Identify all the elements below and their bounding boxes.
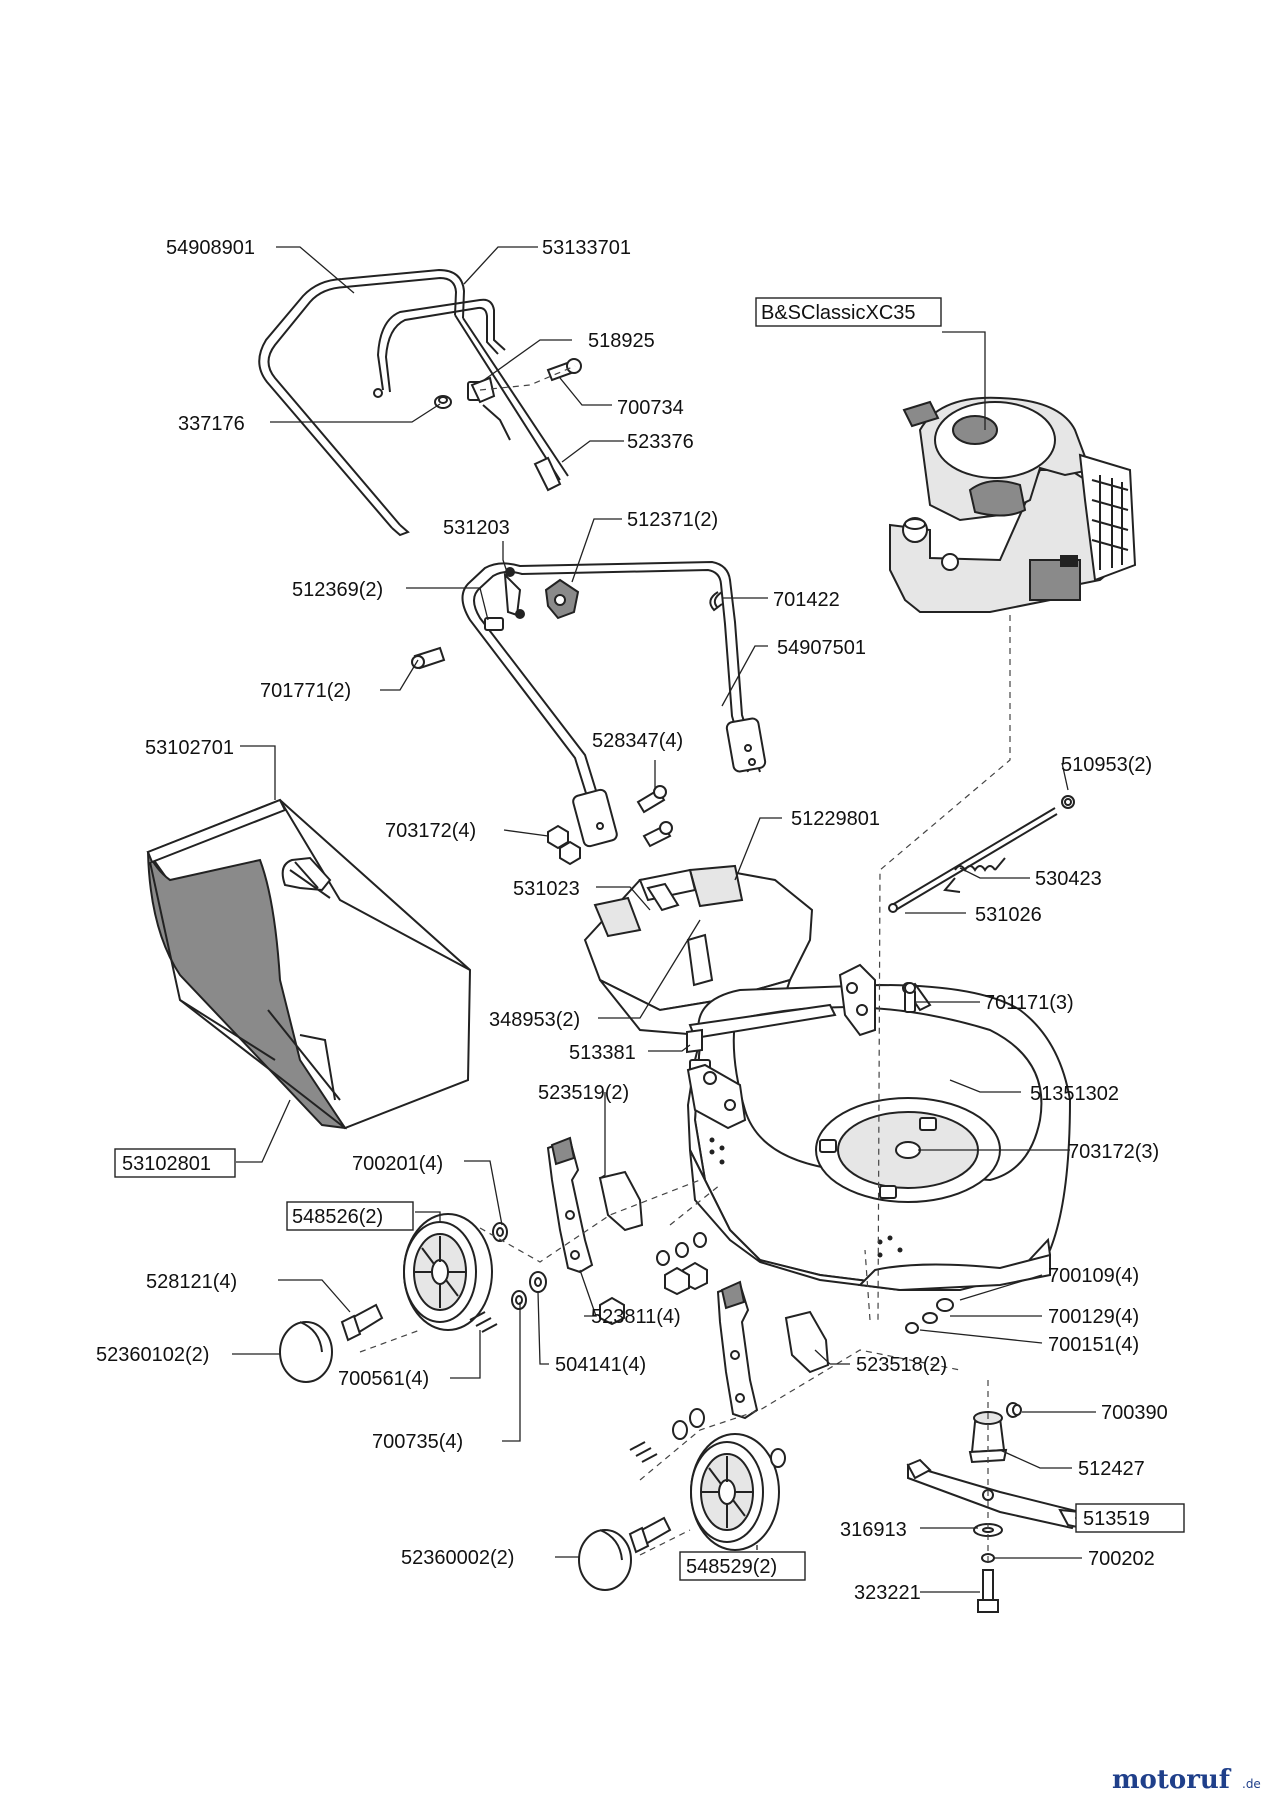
engine xyxy=(889,396,1137,613)
label-701422: 701422 xyxy=(773,589,840,611)
rear-axle xyxy=(888,795,1075,913)
handle-bolts xyxy=(547,785,673,866)
label-703172-3: 703172(3) xyxy=(1068,1141,1159,1163)
label-52360002: 52360002(2) xyxy=(401,1547,514,1569)
mower-deck xyxy=(686,983,1072,1292)
label-53133701: 53133701 xyxy=(542,237,631,259)
label-54907501: 54907501 xyxy=(777,637,866,659)
label-548526: 548526(2) xyxy=(292,1206,383,1228)
label-700201: 700201(4) xyxy=(352,1153,443,1175)
label-523376: 523376 xyxy=(627,431,694,453)
label-323221: 323221 xyxy=(854,1582,921,1604)
label-51351302: 51351302 xyxy=(1030,1083,1119,1105)
label-316913: 316913 xyxy=(840,1519,907,1541)
label-701171: 701171(3) xyxy=(984,992,1074,1014)
label-531026: 531026 xyxy=(975,904,1042,926)
label-701771: 701771(2) xyxy=(260,680,351,702)
wheel-bolts xyxy=(340,1303,672,1554)
front-hub-cap xyxy=(578,1529,632,1591)
label-54908901: 54908901 xyxy=(166,237,255,259)
assembly-dashes xyxy=(359,365,1011,1565)
label-531023: 531023 xyxy=(513,878,580,900)
cable-lever xyxy=(373,298,506,398)
leader-lines xyxy=(232,246,1096,1593)
label-700202: 700202 xyxy=(1088,1548,1155,1570)
brand-suffix: .de xyxy=(1242,1777,1261,1791)
label-337176: 337176 xyxy=(178,413,245,435)
washers xyxy=(492,1222,1020,1468)
upper-handle xyxy=(258,268,569,537)
rear-hub-cap xyxy=(279,1321,333,1383)
label-513381: 513381 xyxy=(569,1042,636,1064)
label-518925: 518925 xyxy=(588,330,655,352)
label-51229801: 51229801 xyxy=(791,808,880,830)
label-531203: 531203 xyxy=(443,517,510,539)
label-530423: 530423 xyxy=(1035,868,1102,890)
label-700735: 700735(4) xyxy=(372,1431,463,1453)
label-512371: 512371(2) xyxy=(627,509,718,531)
label-512369: 512369(2) xyxy=(292,579,383,601)
upper-fasteners xyxy=(434,358,582,492)
rear-height-adjuster xyxy=(546,1136,644,1274)
label-528121: 528121(4) xyxy=(146,1271,237,1293)
label-523518: 523518(2) xyxy=(856,1354,947,1376)
blade xyxy=(906,1458,1084,1530)
label-700129: 700129(4) xyxy=(1048,1306,1139,1328)
misc-small-parts xyxy=(599,982,1022,1416)
grass-bag xyxy=(146,798,472,1130)
label-528347: 528347(4) xyxy=(592,730,683,752)
label-512427: 512427 xyxy=(1078,1458,1145,1480)
label-700109: 700109(4) xyxy=(1048,1265,1139,1287)
label-510953: 510953(2) xyxy=(1061,754,1152,776)
label-53102801: 53102801 xyxy=(122,1153,211,1175)
label-700390: 700390 xyxy=(1101,1402,1168,1424)
label-52360102: 52360102(2) xyxy=(96,1344,209,1366)
label-504141: 504141(4) xyxy=(555,1354,646,1376)
front-wheel xyxy=(690,1433,780,1551)
label-348953: 348953(2) xyxy=(489,1009,580,1031)
brand-name: motoruf xyxy=(1112,1765,1232,1795)
front-height-adjuster xyxy=(716,1280,830,1420)
part-labels: 54908901 53133701 518925 700734 337176 5… xyxy=(96,237,1168,1604)
label-700561: 700561(4) xyxy=(338,1368,429,1390)
label-700151: 700151(4) xyxy=(1048,1334,1139,1356)
rear-wheel xyxy=(403,1213,493,1331)
label-frames xyxy=(114,297,1185,1581)
label-703172-4: 703172(4) xyxy=(385,820,476,842)
label-53102701: 53102701 xyxy=(145,737,234,759)
label-523519: 523519(2) xyxy=(538,1082,629,1104)
label-513519: 513519 xyxy=(1083,1508,1150,1530)
deck-hinges xyxy=(686,963,932,1130)
label-523811: 523811(4) xyxy=(591,1306,681,1328)
label-engine: B&SClassicXC35 xyxy=(761,302,916,324)
cable-clip xyxy=(709,591,723,612)
brand-logo: motoruf .de xyxy=(1112,1765,1261,1795)
label-548529: 548529(2) xyxy=(686,1556,777,1578)
label-700734: 700734 xyxy=(617,397,684,419)
